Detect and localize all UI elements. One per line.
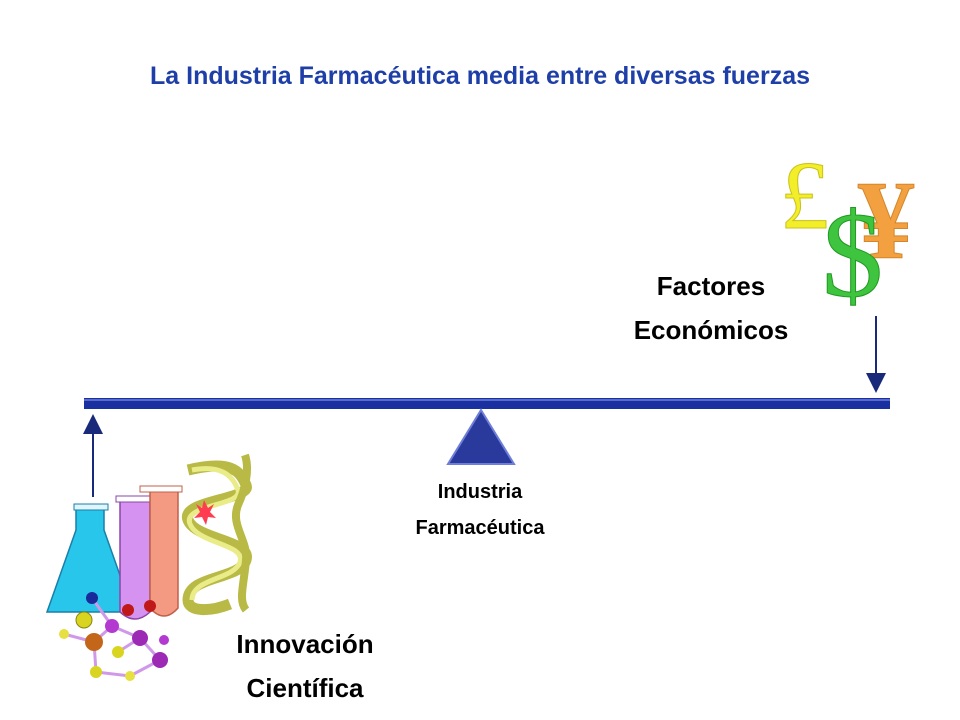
economic-factors-line1: Factores xyxy=(656,271,766,301)
scientific-innovation-line2: Científica xyxy=(246,673,364,703)
science-icon xyxy=(45,453,252,681)
pound-symbol: £ xyxy=(780,142,829,250)
fulcrum-triangle xyxy=(446,408,516,465)
yen-symbol: ¥ xyxy=(858,159,914,283)
scientific-innovation-label: Innovación Científica xyxy=(190,622,420,710)
pharma-industry-label: Industria Farmacéutica xyxy=(360,474,600,546)
slide-title: La Industria Farmacéutica media entre di… xyxy=(150,62,810,90)
balance-beam xyxy=(84,398,890,409)
pharma-industry-line1: Industria xyxy=(437,481,523,503)
currency-icon: £ ¥ $ xyxy=(780,142,915,324)
pharma-industry-line2: Farmacéutica xyxy=(415,517,545,539)
economic-factors-line2: Económicos xyxy=(633,315,789,345)
economic-factors-label: Factores Económicos xyxy=(596,264,826,352)
scientific-innovation-line1: Innovación xyxy=(236,629,374,659)
dollar-symbol: $ xyxy=(822,188,883,323)
